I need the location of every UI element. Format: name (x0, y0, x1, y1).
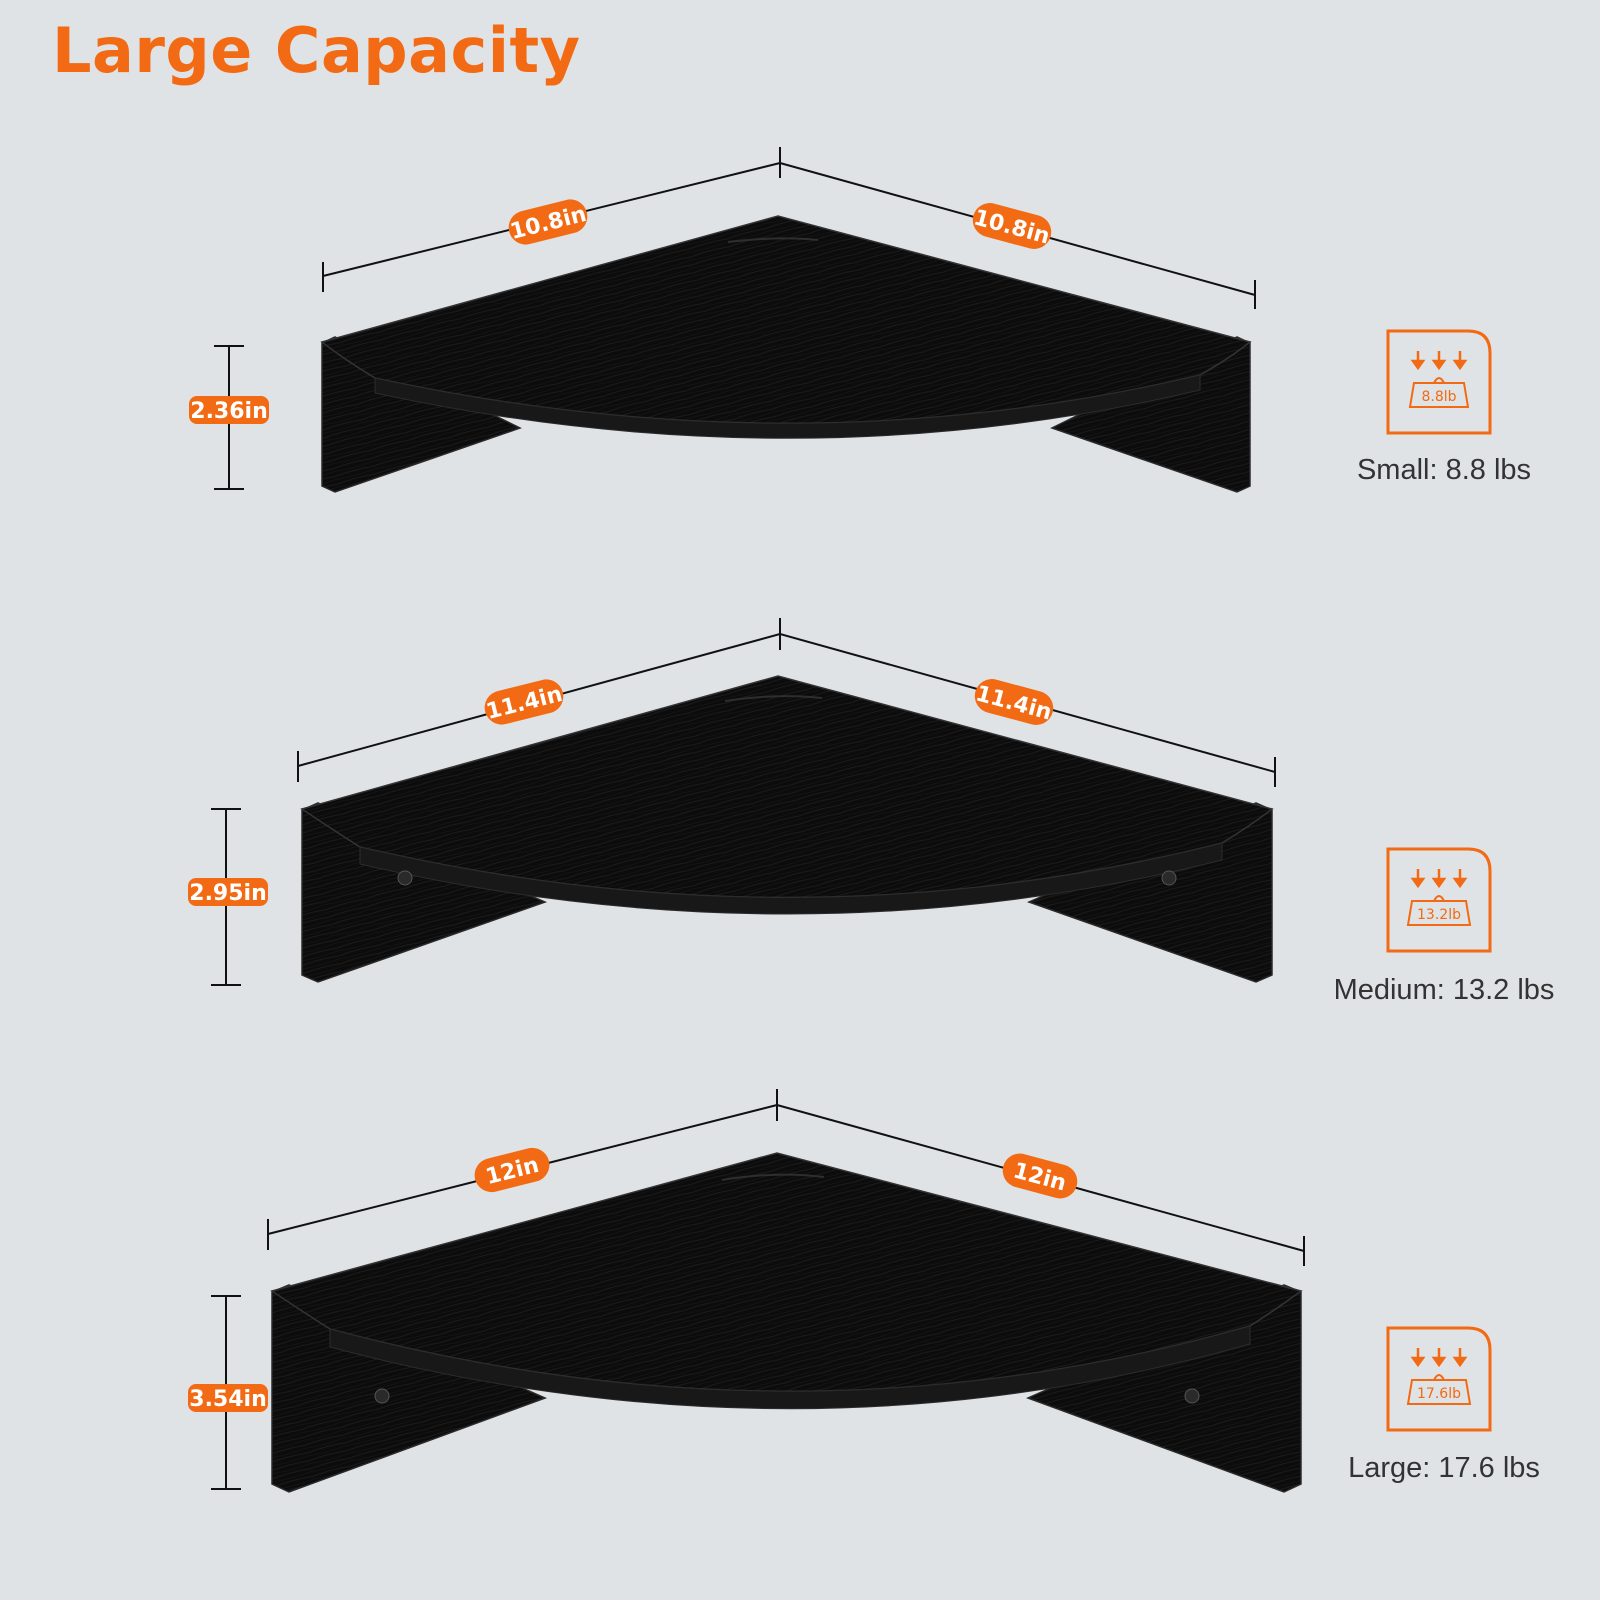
weight-bag-icon: 13.2lb (1406, 895, 1472, 926)
tag-small-width-right: 10.8in (971, 203, 1052, 250)
tag-large-width-right: 12in (1002, 1153, 1078, 1199)
svg-text:2.95in: 2.95in (189, 881, 266, 906)
down-arrows-icon (1410, 351, 1468, 371)
svg-text:8.8lb: 8.8lb (1421, 389, 1456, 405)
tag-large-height: 3.54in (188, 1384, 268, 1412)
svg-text:13.2lb: 13.2lb (1417, 907, 1461, 923)
svg-text:17.6lb: 17.6lb (1417, 1386, 1461, 1402)
weight-icon-small: 8.8lb (1386, 329, 1492, 435)
tag-medium-height: 2.95in (188, 878, 268, 906)
tag-small-height: 2.36in (189, 396, 269, 424)
weight-icon-large: 17.6lb (1386, 1326, 1492, 1432)
screw-icon (397, 870, 413, 886)
shelf-medium (211, 618, 1276, 986)
tag-medium-width-right: 11.4in (973, 679, 1054, 726)
tag-large-width-left: 12in (474, 1147, 550, 1193)
shelf-large (211, 1089, 1305, 1493)
svg-text:3.54in: 3.54in (189, 1387, 266, 1412)
capacity-label-large: Large: 17.6 lbs (1348, 1452, 1540, 1484)
weight-icon-medium: 13.2lb (1386, 847, 1492, 953)
weight-bag-icon: 8.8lb (1408, 377, 1470, 408)
down-arrows-icon (1410, 1348, 1468, 1368)
tag-small-width-left: 10.8in (508, 199, 589, 245)
down-arrows-icon (1410, 869, 1468, 889)
capacity-label-small: Small: 8.8 lbs (1356, 454, 1532, 486)
tag-medium-width-left: 11.4in (484, 679, 565, 725)
screw-icon (1184, 1388, 1200, 1404)
screw-icon (374, 1388, 390, 1404)
page-title: Large Capacity (52, 14, 581, 87)
weight-bag-icon: 17.6lb (1406, 1374, 1472, 1405)
capacity-label-medium: Medium: 13.2 lbs (1333, 974, 1555, 1006)
svg-text:2.36in: 2.36in (190, 399, 267, 424)
screw-icon (1161, 870, 1177, 886)
shelf-small (214, 147, 1256, 493)
